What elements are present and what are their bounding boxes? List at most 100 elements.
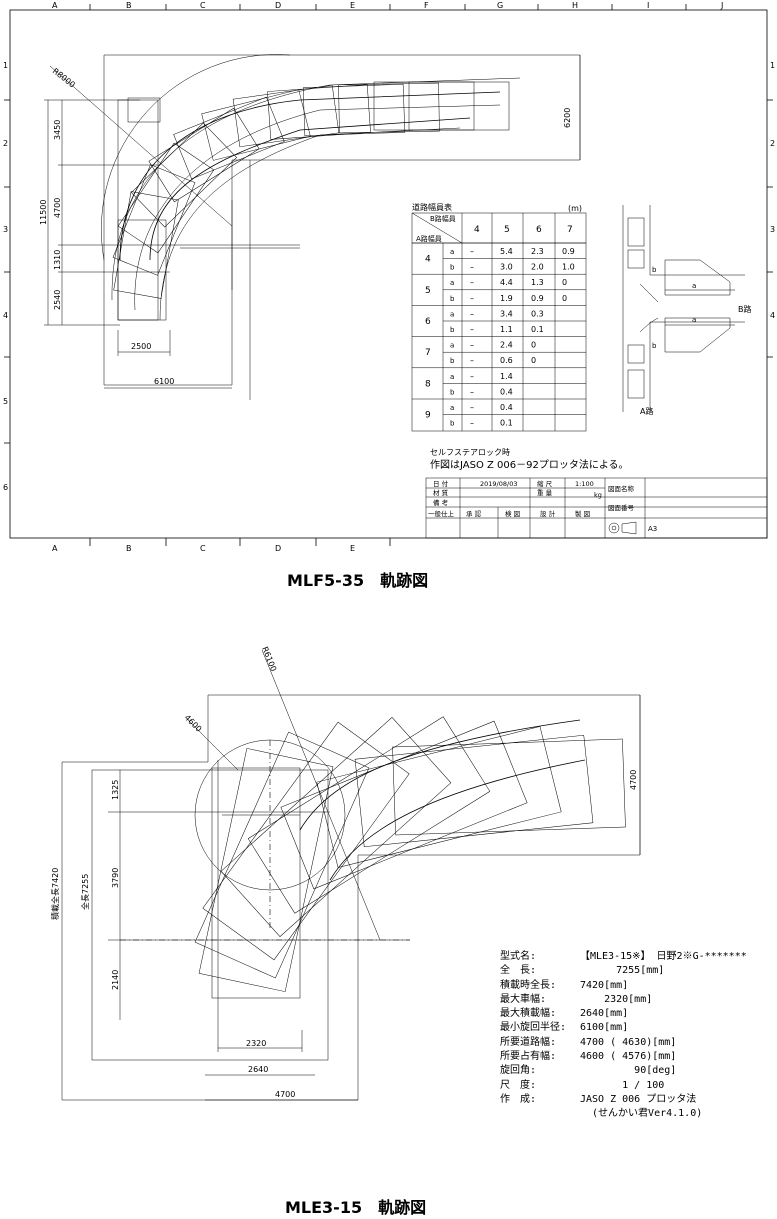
spec-value: 【MLE3-15※】 日野2※G-******* (580, 951, 747, 962)
table-sub-label: a (450, 373, 454, 381)
table-cell: 0 (531, 356, 536, 365)
radius-label-r6100: R6100 (260, 645, 278, 672)
tb-date-label: 日 付 (433, 479, 449, 488)
spec-value: 7255[mm] (580, 965, 665, 977)
row-label-3-right: 3 (770, 225, 775, 234)
table-sub-label: a (450, 248, 454, 256)
projection-symbol (608, 522, 620, 534)
table-sub-label: a (450, 279, 454, 287)
col-head-4: 4 (474, 225, 480, 235)
spec-key: 全 長: (500, 965, 537, 977)
bcol-label-c: C (200, 544, 206, 553)
table-sub-label: a (450, 310, 454, 318)
table-cell: 2.3 (531, 247, 544, 256)
dim-2640: 2640 (248, 1065, 268, 1074)
row-label-2-right: 2 (770, 139, 775, 148)
spec-value: 7420[mm] (580, 979, 629, 991)
spec-row: 型式名: 【MLE3-15※】 日野2※G-******* (500, 950, 747, 964)
bcol-label-b: B (126, 544, 132, 553)
table-cell: – (470, 325, 474, 334)
spec-value: 6100[mm] (580, 1022, 629, 1034)
note-self-steer-lock: セルフステアロック時 (430, 448, 510, 457)
col-label-c: C (200, 1, 206, 10)
spec-row: 全 長: 7255[mm] (500, 964, 747, 978)
table-cell: – (470, 419, 474, 428)
table-cell: 1.4 (500, 372, 513, 381)
spec-row: 尺 度: 1 / 100 (500, 1079, 747, 1093)
table-sub-label: a (450, 342, 454, 350)
top-column-labels: A B C D E F G H I J (52, 1, 723, 10)
col-label-e: E (350, 1, 355, 10)
table-cell: 0.6 (500, 356, 513, 365)
road-label-b2: b (652, 342, 657, 350)
table-a-width: 6 (425, 317, 431, 327)
col-label-b: B (126, 1, 132, 10)
table-cell: 1.9 (500, 294, 513, 303)
table-a-width: 4 (425, 255, 431, 265)
table-cell: – (470, 387, 474, 396)
table-cell: – (470, 372, 474, 381)
table-title: 道路幅員表 (412, 202, 452, 212)
col-label-j: J (720, 1, 723, 10)
tb-size: A3 (648, 525, 657, 533)
tb-drawing-no-label: 図面番号 (608, 504, 635, 512)
caption-mle3-15: MLE3-15 軌跡図 (285, 1198, 426, 1217)
table-cell: 1.3 (531, 278, 544, 287)
tb-design: 設 計 (540, 509, 556, 518)
table-cell: 4.4 (500, 278, 513, 287)
tb-draft: 製 図 (575, 509, 590, 518)
table-cell: 2.4 (500, 341, 513, 350)
row-label-1: 1 (3, 61, 8, 70)
tb-scale-value: 1:100 (575, 480, 594, 488)
spec-row: 積載時全長: 7420[mm] (500, 979, 747, 993)
spec-row: 最大積載幅:2640[mm] (500, 1007, 747, 1021)
tb-approve: 承 認 (466, 509, 482, 518)
dim-full-length: 全長7255 (80, 874, 90, 910)
table-sub-label: a (450, 404, 454, 412)
table-cell: 0 (562, 294, 567, 303)
table-header-b: B路幅員 (430, 214, 456, 223)
col-label-g: G (497, 1, 503, 10)
spec-row: 作 成:JASO Z 006 プロッタ法 (500, 1093, 747, 1107)
spec-value: 2320[mm] (580, 993, 653, 1005)
spec-key: 尺 度: (500, 1079, 537, 1091)
spec-row: 所要道路幅:4700 ( 4630)[mm] (500, 1036, 747, 1050)
road-label-b1: b (652, 266, 657, 274)
col-label-d: D (275, 1, 281, 10)
row-label-6: 6 (3, 483, 8, 492)
tb-remarks-label: 備 考 (433, 498, 449, 507)
table-sub-label: b (450, 326, 455, 334)
spec-list: 型式名: 【MLE3-15※】 日野2※G-******* 全 長: 7255[mm… (500, 950, 747, 1122)
dim-11500: 11500 (39, 200, 48, 225)
table-cell: 3.4 (500, 309, 513, 318)
spec-value: 90[deg] (580, 1065, 677, 1077)
table-cell: 2.0 (531, 263, 544, 272)
col-head-5: 5 (504, 225, 510, 235)
spec-value: 1 / 100 (580, 1079, 665, 1091)
dim-2500: 2500 (131, 342, 151, 351)
spec-row: 旋回角: 90[deg] (500, 1064, 747, 1078)
bottom-trajectory-plot: 2320 2640 4700 4700 積載全長7420 全長7255 1325… (50, 645, 641, 1101)
dim-6200: 6200 (563, 108, 572, 128)
tb-scale-label: 縮 尺 (537, 479, 553, 488)
spec-key: 積載時全長: (500, 979, 557, 991)
dim-4700: 4700 (53, 198, 62, 218)
table-cell: 0.3 (531, 309, 544, 318)
tb-weight-label: 重 量 (537, 489, 553, 497)
spec-key: 型式名: (500, 951, 537, 962)
spec-key: 所要占有幅: (500, 1051, 557, 1063)
dim-load-length: 積載全長7420 (50, 868, 60, 920)
table-cell: 0.1 (500, 419, 513, 428)
top-frame (4, 4, 773, 546)
dim-4700-right: 4700 (629, 770, 638, 790)
bottom-column-labels: A B C D E (52, 544, 355, 553)
dim-1310: 1310 (53, 250, 62, 270)
note-jaso-method: 作図はJASO Z 006－92プロッタ法による。 (430, 458, 629, 471)
tb-drawing-name-label: 図面名称 (608, 484, 635, 493)
tb-date-value: 2019/08/03 (480, 480, 517, 488)
dim-1325: 1325 (111, 780, 120, 800)
bcol-label-a: A (52, 544, 58, 553)
table-cell: 1.0 (562, 263, 575, 272)
